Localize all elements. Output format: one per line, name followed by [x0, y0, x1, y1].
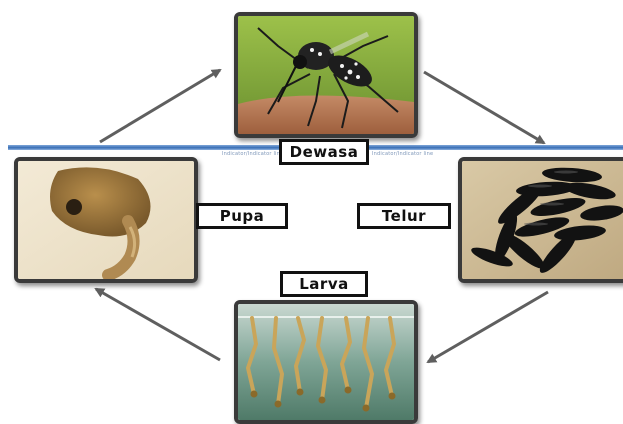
label-telur: Telur — [357, 203, 451, 229]
arrow-larva-to-pupa — [96, 289, 220, 360]
larvae-photo — [234, 300, 418, 424]
arrow-telur-to-larva — [428, 292, 548, 362]
label-pupa: Pupa — [196, 203, 288, 229]
mosquito-photo — [234, 12, 418, 138]
eggs-photo — [458, 157, 623, 283]
label-dewasa: Dewasa — [279, 139, 369, 165]
arrow-pupa-to-dewasa — [100, 70, 220, 142]
pupa-photo — [14, 157, 198, 283]
arrow-dewasa-to-telur — [424, 72, 544, 143]
label-larva: Larva — [280, 271, 368, 297]
